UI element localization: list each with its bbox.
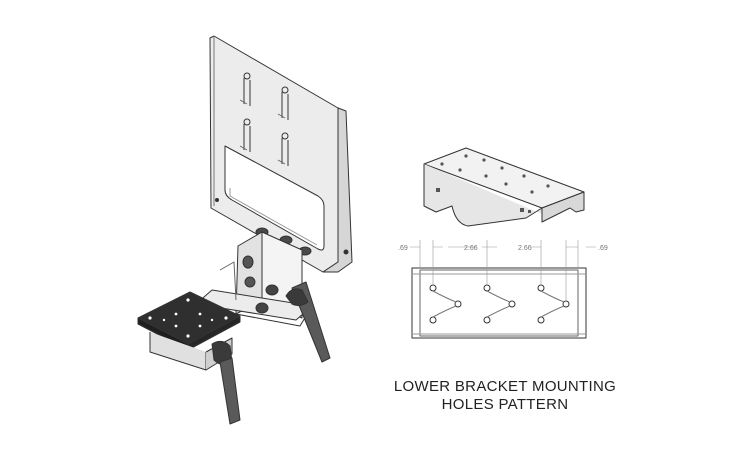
right-clamp-handle: [285, 281, 331, 363]
dim-pitch-2: 2.66: [518, 245, 532, 252]
dim-right-edge: .69: [598, 245, 608, 252]
dim-pitch-1: 2.66: [464, 245, 478, 252]
caption-line-2: HOLES PATTERN: [441, 396, 569, 413]
dimension-lines: [410, 240, 596, 300]
hole-group: [429, 284, 462, 324]
caption-line-1: LOWER BRACKET MOUNTING: [393, 378, 617, 395]
isometric-lower-bracket: [423, 147, 585, 227]
vertical-back-plate: [209, 35, 353, 273]
dim-left-edge: .69: [398, 245, 408, 252]
holes-pattern-view: [411, 267, 587, 339]
left-clamp-handle: [211, 340, 241, 425]
keyhole-slot: [239, 72, 289, 166]
